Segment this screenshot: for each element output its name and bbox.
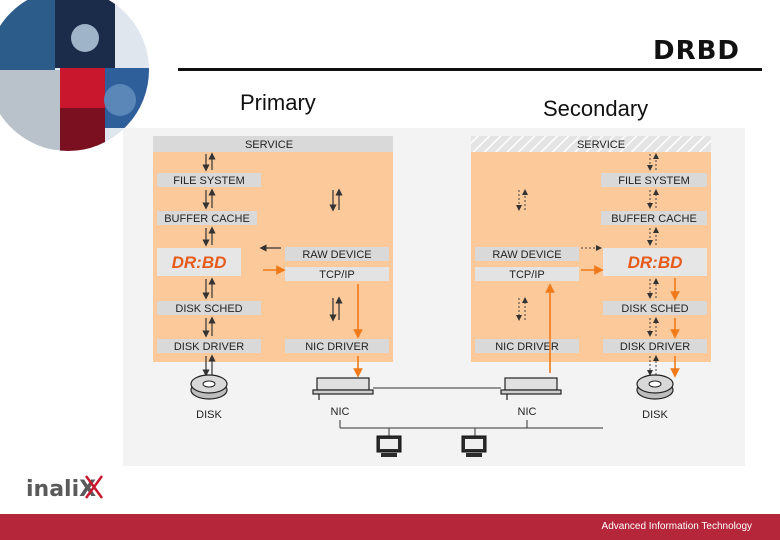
workstation-icon-1 <box>377 436 401 457</box>
secondary-stack: SERVICE FILE SYSTEM BUFFER CACHE RAW DEV… <box>471 136 711 375</box>
primary-disk-label: DISK <box>196 409 222 421</box>
primary-nic-card-icon <box>313 378 373 400</box>
primary-service-label: SERVICE <box>245 139 293 151</box>
primary-disk-sched-label: DISK SCHED <box>175 303 242 315</box>
secondary-disk-sched-label: DISK SCHED <box>621 303 688 315</box>
secondary-column-label: Secondary <box>543 96 648 122</box>
primary-drbd-logo: DR:BD <box>172 253 227 272</box>
secondary-drbd-logo: DR:BD <box>628 253 683 272</box>
inalix-logo: inaliX <box>26 472 116 506</box>
secondary-disk-driver-label: DISK DRIVER <box>620 341 690 353</box>
primary-disk-icon <box>191 375 227 399</box>
footer-text: Advanced Information Technology <box>560 521 752 532</box>
primary-raw-device-label: RAW DEVICE <box>302 249 371 261</box>
network-cable <box>340 388 603 436</box>
primary-disk-driver-label: DISK DRIVER <box>174 341 244 353</box>
secondary-disk-label: DISK <box>642 409 668 421</box>
primary-nic-driver-label: NIC DRIVER <box>305 341 369 353</box>
primary-buffer-cache-label: BUFFER CACHE <box>164 213 250 225</box>
secondary-service-label: SERVICE <box>577 139 625 151</box>
title-underline <box>178 68 762 71</box>
secondary-disk-icon <box>637 375 673 399</box>
secondary-tcp-ip-label: TCP/IP <box>509 269 544 281</box>
slide-title: DRBD <box>600 36 740 66</box>
brand-name: inaliX <box>26 477 96 502</box>
secondary-buffer-cache-label: BUFFER CACHE <box>611 213 697 225</box>
primary-column-label: Primary <box>240 90 316 116</box>
primary-stack: SERVICE FILE SYSTEM BUFFER CACHE DR:BD R… <box>153 136 393 375</box>
drbd-architecture-diagram: SERVICE FILE SYSTEM BUFFER CACHE DR:BD R… <box>123 128 745 466</box>
primary-tcp-ip-label: TCP/IP <box>319 269 354 281</box>
primary-file-system-label: FILE SYSTEM <box>173 175 245 187</box>
secondary-file-system-label: FILE SYSTEM <box>618 175 690 187</box>
primary-nic-label: NIC <box>331 406 350 418</box>
secondary-raw-device-label: RAW DEVICE <box>492 249 561 261</box>
secondary-nic-card-icon <box>501 378 561 400</box>
secondary-nic-label: NIC <box>518 406 537 418</box>
workstation-icon-2 <box>462 436 486 457</box>
